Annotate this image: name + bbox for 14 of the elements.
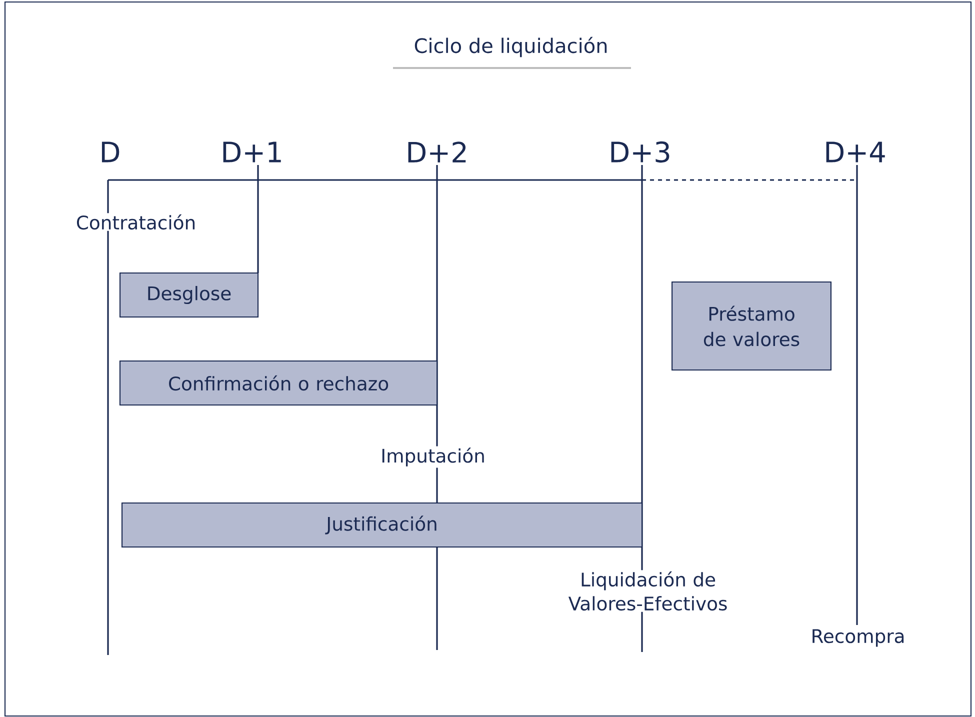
title: Ciclo de liquidación [414,36,607,58]
process-box: Desglose [119,272,259,318]
process-box: Préstamo de valores [672,281,832,371]
event-label: Contratación [74,213,198,231]
event-label: Imputación [379,446,487,468]
tick-label: D+1 [223,142,281,162]
event-label: Recompra [809,628,907,648]
tick-label: D [102,142,120,162]
tick-label: D+4 [826,142,885,162]
event-label: Liquidación de Valores-Efectivos [566,570,730,612]
process-box: Justificación [121,502,643,548]
tick-label: D+3 [611,141,670,163]
tick-label: D+2 [408,142,466,162]
process-box: Confirmación o rechazo [119,360,438,406]
